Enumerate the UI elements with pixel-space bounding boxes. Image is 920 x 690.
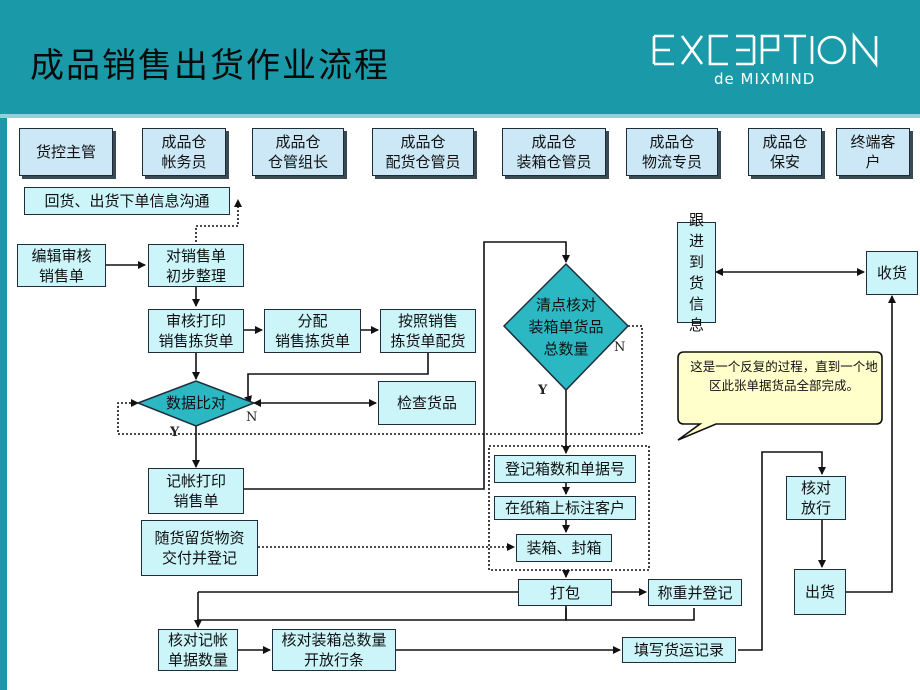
step-track-arrival-text: 跟进到货信息 [688,210,704,334]
brand-logo-wordmark [650,30,890,79]
lane-header-security: 成品仓 保安 [748,128,822,176]
step-verify-total-release-slip: 核对装箱总数量 开放行条 [272,629,396,671]
step-print-sales-slip: 记帐打印 销售单 [148,468,244,514]
decision-diamond-count [502,262,630,392]
lane-header-customer: 终端客 户 [836,128,910,176]
header-divider [0,114,920,118]
step-track-arrival: 跟进到货信息 [677,211,716,334]
callout-note: 这是一个反复的过程，直到一个地区此张单据货品全部完成。 [690,359,878,393]
decision-diamond-compare [135,380,257,427]
step-hand-over-materials: 随货留货物资 交付并登记 [141,520,258,576]
decision-compare-label: 数据比对 [165,394,226,412]
brand-logo-subtitle: de MIXMIND [714,70,816,88]
step-inspect-goods: 检查货品 [378,381,476,425]
step-record-carton-count: 登记箱数和单据号 [494,455,636,483]
step-ship-out: 出货 [794,569,846,615]
step-weigh-register: 称重并登记 [648,579,742,606]
step-shipping-record: 填写货运记录 [622,637,736,663]
step-bundle: 打包 [518,579,612,606]
lane-header-packing: 成品仓 装箱仓管员 [502,128,606,176]
label-yes-compare: Y [170,425,180,440]
step-edit-review-sales-order: 编辑审核 销售单 [17,244,106,287]
decision-count-label: 清点核对 装箱单货品 总数量 [528,296,604,358]
step-pack-seal: 装箱、封箱 [516,534,612,562]
step-order-communication: 回货、出货下单信息沟通 [24,187,230,215]
step-assign-picking-list: 分配 销售拣货单 [264,309,361,353]
step-verify-accounting-docs: 核对记帐 单据数量 [158,629,238,671]
step-receive-goods: 收货 [866,251,918,295]
step-label-carton: 在纸箱上标注客户 [494,496,636,520]
left-accent-bar [0,118,7,690]
lane-header-inventory-control: 货控主管 [19,128,113,176]
lane-header-accounting: 成品仓 帐务员 [142,128,226,176]
callout-bubble [677,351,883,441]
label-no-compare: N [246,410,258,425]
lane-header-logistics: 成品仓 物流专员 [626,128,718,176]
lane-header-group-lead: 成品仓 仓管组长 [252,128,344,176]
step-verify-release: 核对 放行 [786,476,846,520]
page-title: 成品销售出货作业流程 [30,46,390,86]
step-print-picking-list: 审核打印 销售拣货单 [148,309,244,353]
brand-logo-graphic [652,32,878,68]
lane-header-picking: 成品仓 配货仓管员 [372,128,474,176]
label-yes-count: Y [538,383,548,398]
step-organize-sales-order: 对销售单 初步整理 [148,244,244,287]
header-bar [0,0,920,114]
label-no-count: N [614,340,626,355]
step-pick-goods: 按照销售 拣货单配货 [380,309,476,353]
